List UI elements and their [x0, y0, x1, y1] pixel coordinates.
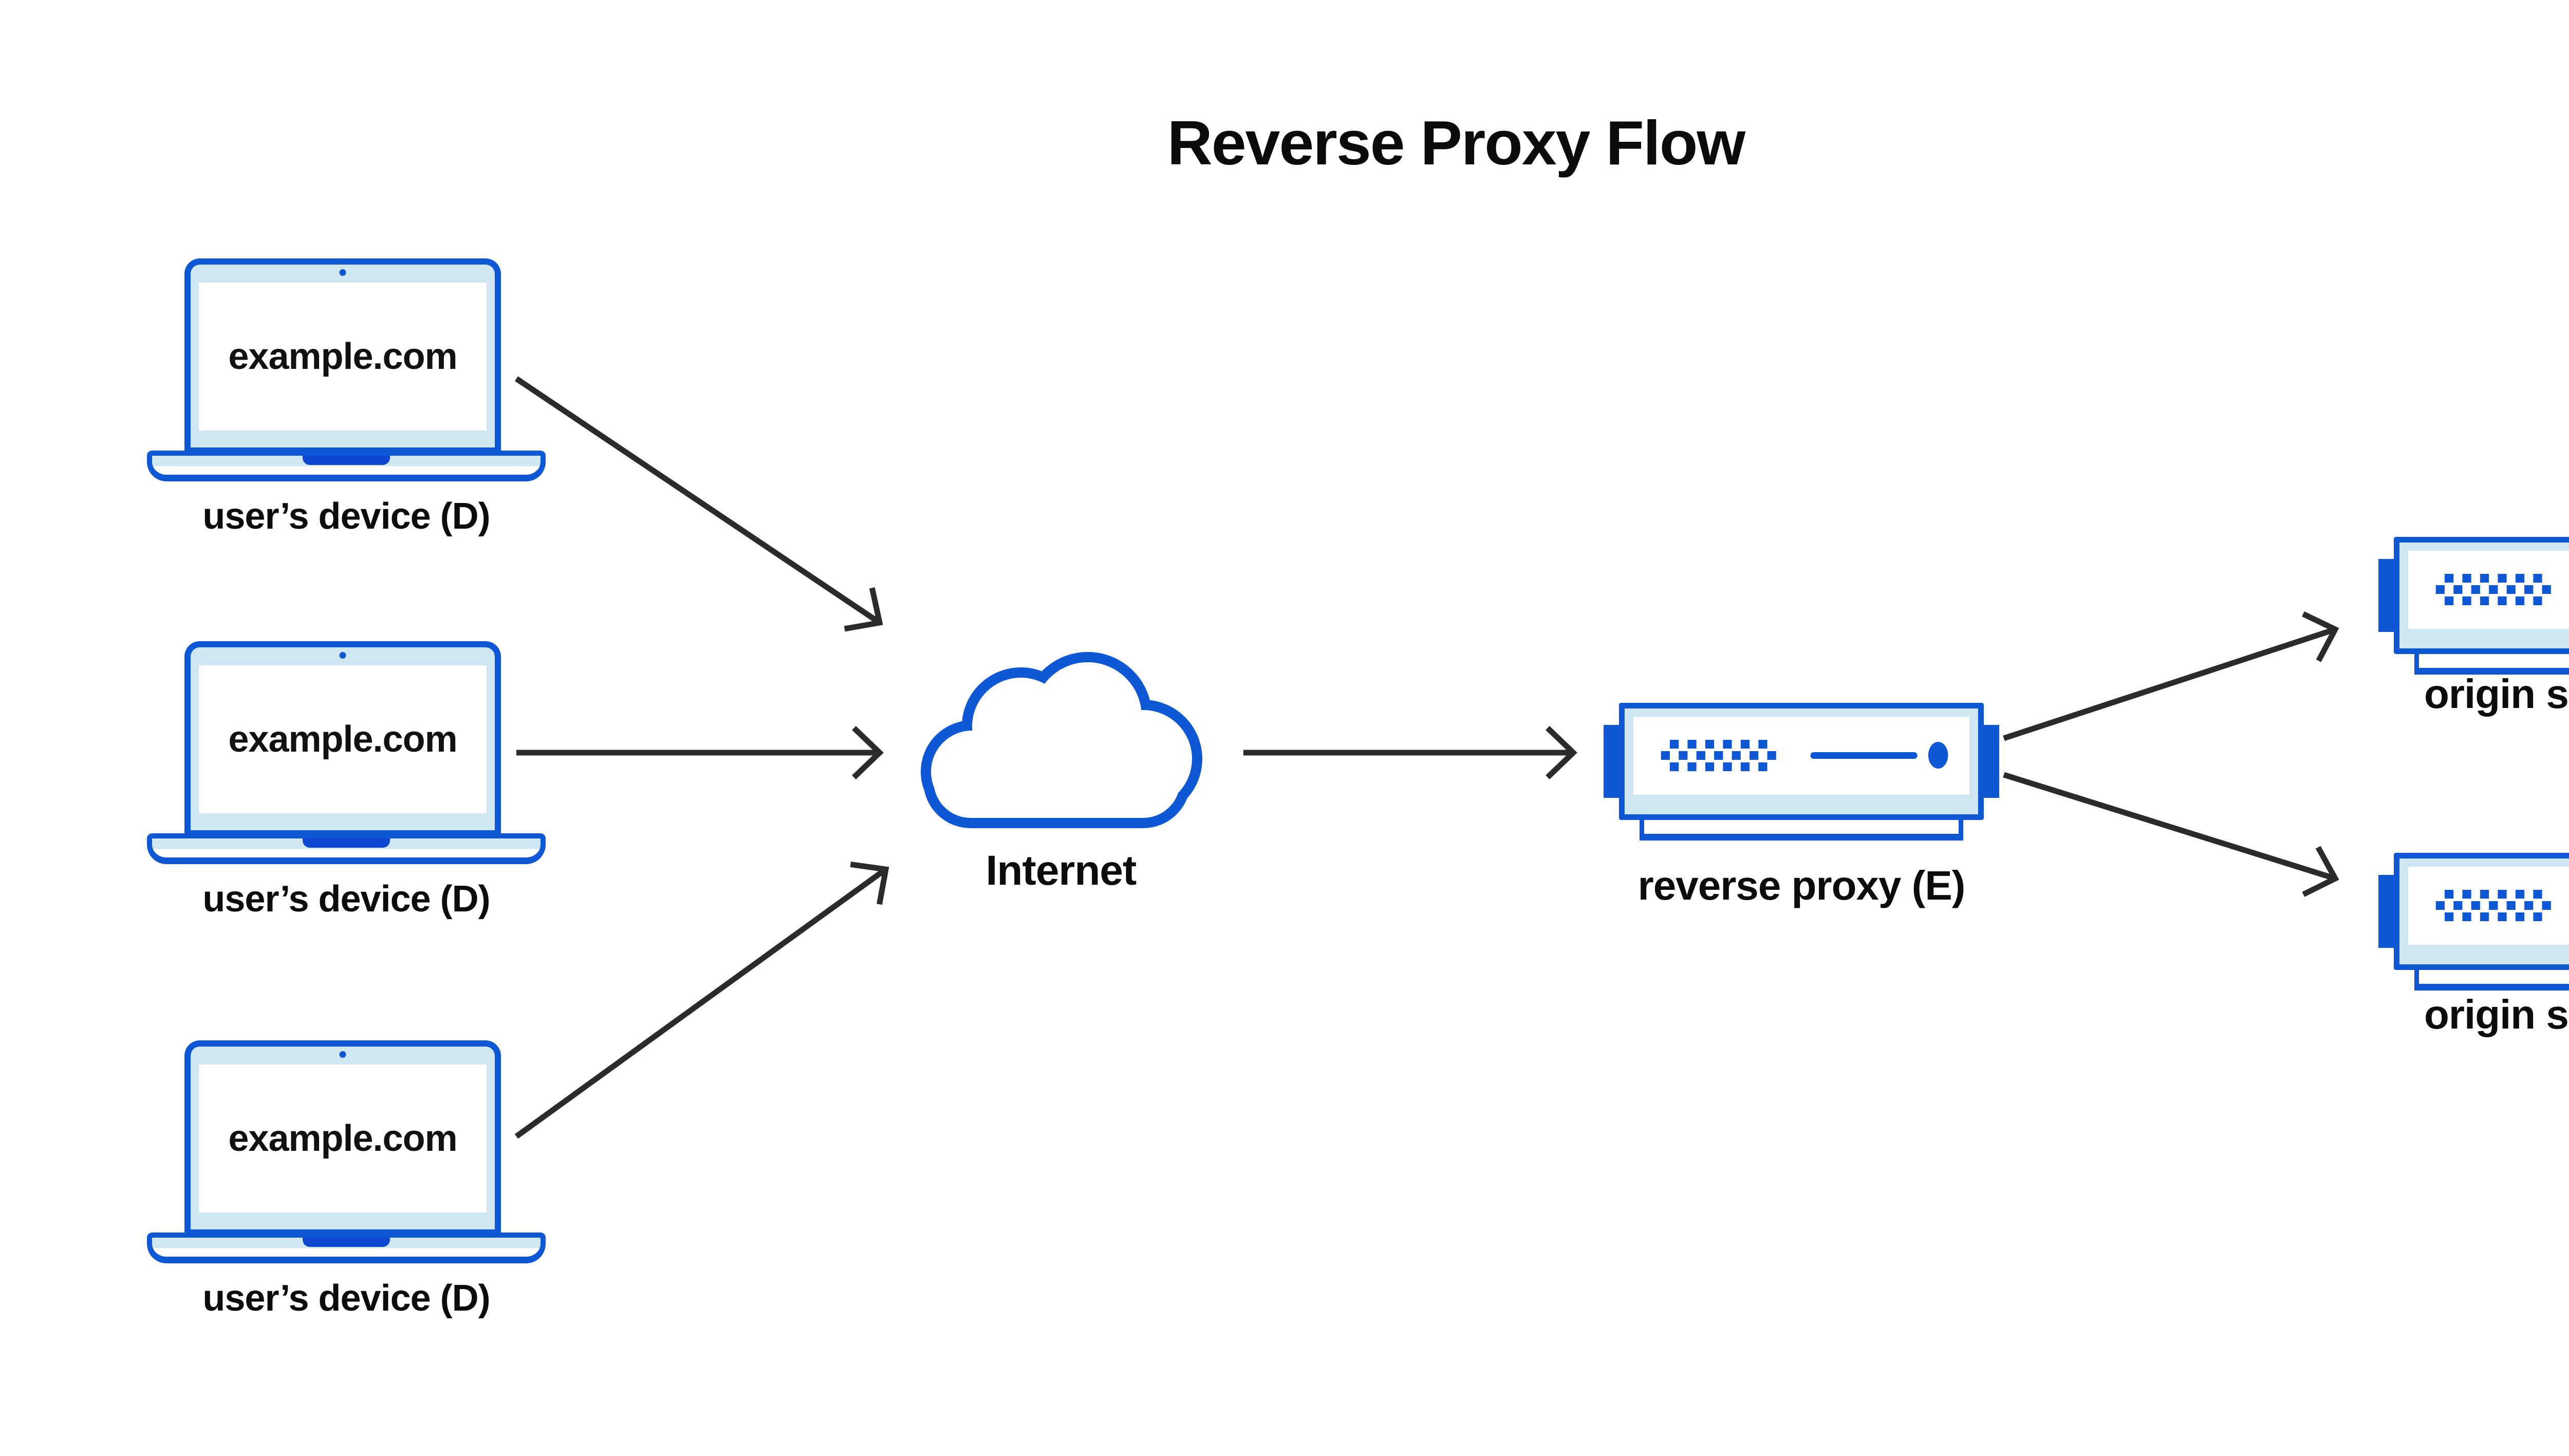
server-icon — [2394, 853, 2569, 970]
laptop-screen: example.com — [199, 283, 487, 431]
screen-url-text: example.com — [228, 719, 457, 760]
laptop-base — [147, 451, 546, 481]
device-label: user’s device (D) — [202, 879, 490, 920]
server-faceplate — [2408, 551, 2569, 629]
arrow-device3-to-internet — [514, 861, 889, 1139]
arrow-proxy-to-origin2 — [2003, 772, 2339, 897]
server-icon — [1619, 703, 1984, 820]
server-icon — [2394, 537, 2569, 654]
laptop-notch — [303, 1238, 390, 1247]
laptop-base — [147, 1233, 546, 1263]
laptop-screen: example.com — [199, 665, 487, 813]
origin-server-node-2: origin server (F) — [2378, 853, 2569, 1069]
camera-dot-icon — [339, 269, 346, 276]
device-label: user’s device (D) — [202, 496, 490, 537]
laptop-icon: example.com — [184, 258, 501, 454]
laptop-notch — [303, 456, 390, 465]
laptop-icon: example.com — [184, 1040, 501, 1236]
arrow-device1-to-internet — [514, 376, 883, 632]
internet-label: Internet — [985, 847, 1137, 894]
server-faceplate — [2408, 867, 2569, 945]
reverse-proxy-node: reverse proxy (E) — [1604, 703, 1999, 919]
cloud-icon — [921, 652, 1202, 828]
user-device-node-3: example.com user’s device (D) — [147, 1040, 546, 1328]
user-device-node-1: example.com user’s device (D) — [147, 258, 546, 546]
screen-url-text: example.com — [228, 336, 457, 377]
laptop-base — [147, 833, 546, 864]
origin-server-node-1: origin server (F) — [2378, 537, 2569, 753]
screen-url-text: example.com — [228, 1118, 457, 1159]
device-label: user’s device (D) — [202, 1278, 490, 1319]
origin-server-label: origin server (F) — [2424, 671, 2569, 717]
server-faceplate — [1633, 717, 1969, 795]
server-front-icon — [2435, 574, 2551, 605]
origin-server-label: origin server (F) — [2424, 992, 2569, 1037]
camera-dot-icon — [339, 652, 346, 659]
user-device-node-2: example.com user’s device (D) — [147, 641, 546, 929]
arrow-proxy-to-origin1 — [2003, 611, 2339, 741]
reverse-proxy-label: reverse proxy (E) — [1637, 863, 1966, 908]
server-front-icon — [2435, 890, 2551, 921]
laptop-icon: example.com — [184, 641, 501, 836]
server-front-icon — [1661, 740, 1948, 771]
laptop-screen: example.com — [199, 1065, 487, 1212]
camera-dot-icon — [339, 1051, 346, 1058]
internet-node: Internet — [918, 648, 1204, 936]
laptop-notch — [303, 838, 390, 848]
page-title: Reverse Proxy Flow — [1167, 108, 1746, 178]
